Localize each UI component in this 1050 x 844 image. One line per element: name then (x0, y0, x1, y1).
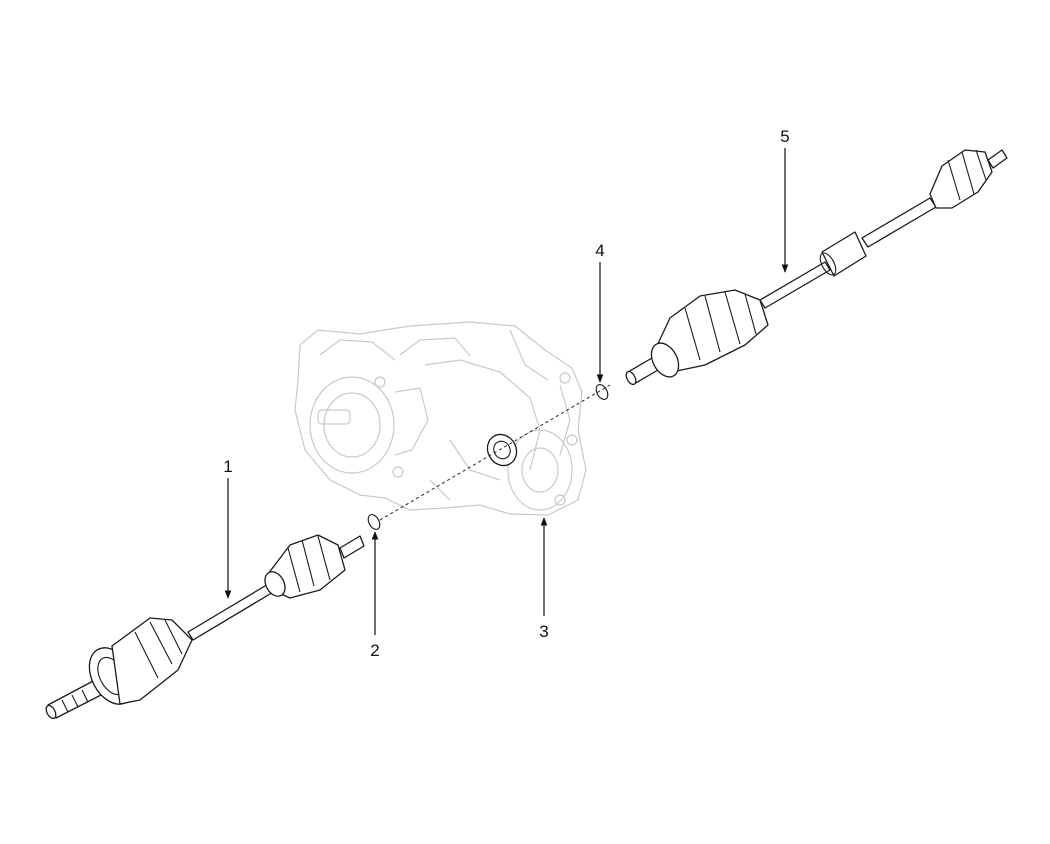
shaft-axis-line (379, 384, 611, 521)
right-drive-shaft (625, 149, 1008, 386)
callout-3: 3 (539, 622, 548, 641)
leader-lines (224, 148, 789, 635)
circlip-right (595, 384, 609, 400)
callout-labels: 1 2 3 4 5 (223, 127, 789, 660)
callout-2: 2 (370, 641, 379, 660)
housing-oil-seal (486, 433, 518, 467)
callout-4: 4 (595, 241, 604, 260)
callout-1: 1 (223, 457, 232, 476)
circlip-left (367, 514, 381, 530)
transaxle-housing (294, 321, 587, 516)
left-drive-shaft (45, 534, 365, 720)
callout-5: 5 (780, 127, 789, 146)
